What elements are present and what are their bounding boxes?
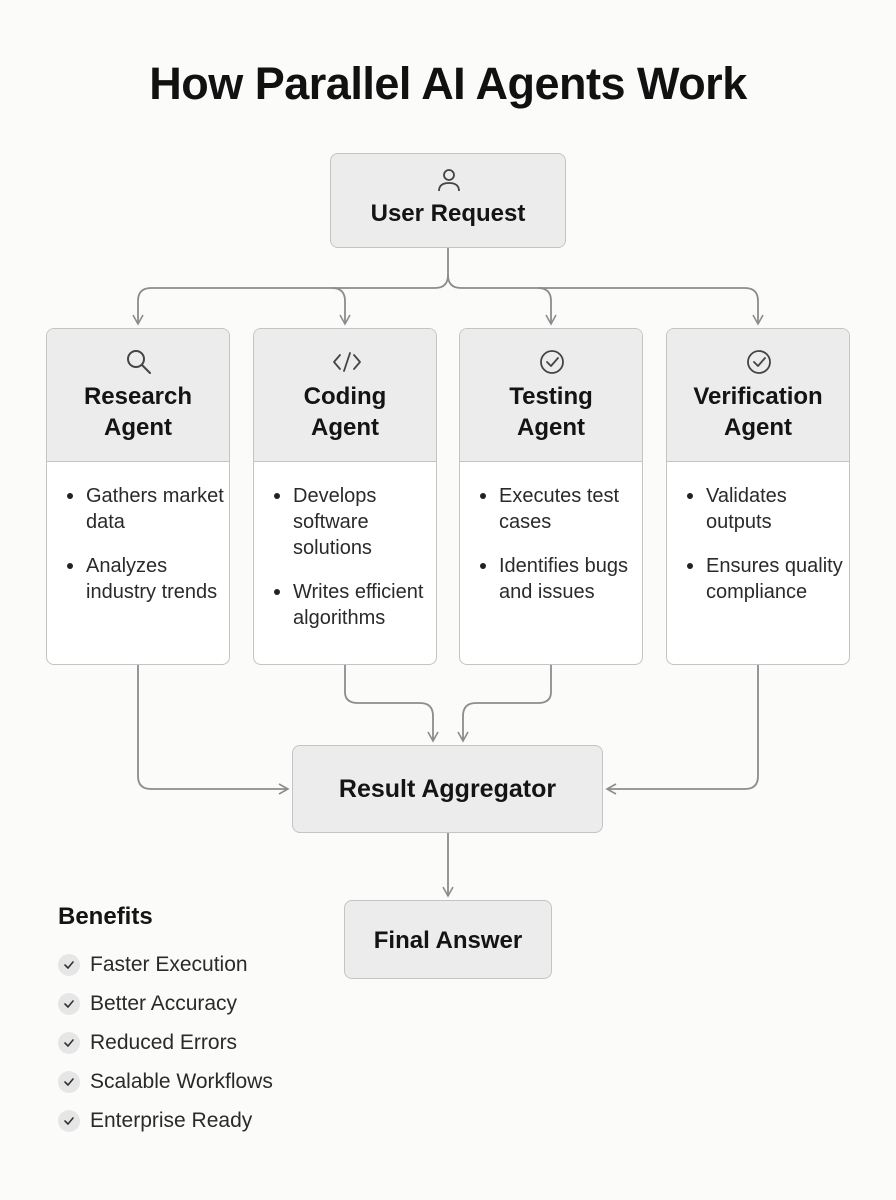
- checkmark-icon: [58, 953, 80, 976]
- benefit-label: Enterprise Ready: [90, 1108, 253, 1132]
- connector-split-right: [447, 274, 764, 326]
- code-icon: [331, 347, 363, 382]
- agent-task-list: Develops software solutions Writes effic…: [272, 483, 432, 649]
- agent-task-item: Executes test cases: [478, 483, 638, 535]
- benefit-item: Enterprise Ready: [58, 1101, 338, 1140]
- agent-name: Coding Agent: [254, 381, 436, 443]
- benefits-panel: Benefits Faster Execution Better Accurac…: [58, 903, 338, 1140]
- agent-header: Research Agent: [47, 329, 229, 462]
- connector-coding-aggregator: [344, 665, 439, 743]
- agent-task-list: Validates outputs Ensures quality compli…: [685, 483, 845, 623]
- connector-research-aggregator: [137, 665, 290, 795]
- user-request-label: User Request: [370, 200, 526, 227]
- agent-task-item: Validates outputs: [685, 483, 845, 535]
- agent-task-item: Analyzes industry trends: [65, 553, 225, 605]
- benefits-title: Benefits: [58, 903, 153, 930]
- connector-verification-aggregator: [605, 665, 759, 795]
- benefits-list: Faster Execution Better Accuracy Reduced…: [58, 945, 338, 1140]
- checkmark-icon: [58, 1070, 80, 1093]
- connector-user-trunk: [434, 248, 449, 289]
- agent-name-line: Agent: [517, 414, 585, 441]
- agent-name-line: Research: [83, 383, 193, 410]
- agent-name-line: Coding: [303, 383, 387, 410]
- agent-name-line: Agent: [724, 414, 792, 441]
- user-request-node: User Request: [330, 153, 566, 248]
- agent-task-item: Writes efficient algorithms: [272, 579, 432, 631]
- benefit-item: Scalable Workflows: [58, 1062, 338, 1101]
- benefit-label: Scalable Workflows: [90, 1069, 273, 1093]
- agent-card-coding: Coding Agent Develops software solutions…: [253, 328, 437, 665]
- benefit-item: Reduced Errors: [58, 1023, 338, 1062]
- final-answer-label: Final Answer: [373, 927, 523, 954]
- agent-card-verification: Verification Agent Validates outputs Ens…: [666, 328, 850, 665]
- agent-name-line: Agent: [104, 414, 172, 441]
- connector-split-testing: [537, 287, 557, 326]
- agent-header: Verification Agent: [667, 329, 849, 462]
- agent-name-line: Agent: [311, 414, 379, 441]
- agent-name: Research Agent: [47, 381, 229, 443]
- agent-header: Testing Agent: [460, 329, 642, 462]
- result-aggregator-label: Result Aggregator: [338, 775, 557, 803]
- connector-split-coding-join: [331, 287, 346, 302]
- connector-testing-aggregator: [457, 665, 552, 743]
- checkmark-icon: [58, 1031, 80, 1054]
- user-icon: [435, 166, 463, 199]
- agent-name-line: Testing: [509, 383, 593, 410]
- check-circle-icon: [537, 347, 567, 382]
- check-circle-icon: [744, 347, 774, 382]
- final-answer-node: Final Answer: [344, 900, 552, 979]
- benefit-item: Better Accuracy: [58, 984, 338, 1023]
- checkmark-icon: [58, 1109, 80, 1132]
- agent-task-list: Gathers market data Analyzes industry tr…: [65, 483, 225, 623]
- search-icon: [124, 347, 154, 382]
- agent-card-research: Research Agent Gathers market data Analy…: [46, 328, 230, 665]
- checkmark-icon: [58, 992, 80, 1015]
- agent-card-testing: Testing Agent Executes test cases Identi…: [459, 328, 643, 665]
- agent-task-item: Develops software solutions: [272, 483, 432, 561]
- agent-name-line: Verification: [693, 383, 823, 410]
- benefit-item: Faster Execution: [58, 945, 338, 984]
- agent-name: Testing Agent: [460, 381, 642, 443]
- diagram-title: How Parallel AI Agents Work: [149, 58, 747, 109]
- agent-name: Verification Agent: [667, 381, 849, 443]
- agent-task-list: Executes test cases Identifies bugs and …: [478, 483, 638, 623]
- agent-task-item: Identifies bugs and issues: [478, 553, 638, 605]
- benefit-label: Better Accuracy: [90, 991, 238, 1015]
- agent-task-item: Gathers market data: [65, 483, 225, 535]
- agent-header: Coding Agent: [254, 329, 436, 462]
- benefit-label: Reduced Errors: [90, 1030, 238, 1054]
- agent-task-item: Ensures quality compliance: [685, 553, 845, 605]
- result-aggregator-node: Result Aggregator: [292, 745, 603, 833]
- connector-split-left: [132, 287, 435, 326]
- benefit-label: Faster Execution: [90, 952, 248, 976]
